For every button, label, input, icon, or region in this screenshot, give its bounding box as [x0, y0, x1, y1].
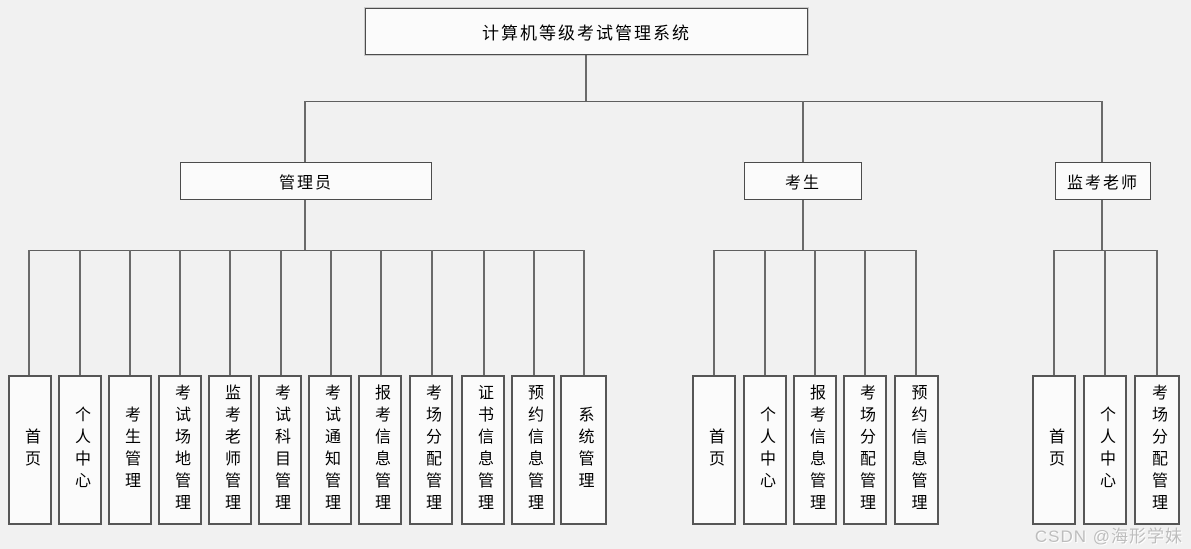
- leaf-label: 监考老师管理: [222, 384, 239, 516]
- node-system-title: 计算机等级考试管理系统: [365, 8, 808, 55]
- connector-leaf-drop: [380, 250, 382, 375]
- connector-stem-invigilator: [1101, 200, 1103, 250]
- node-admin-certificate-info-mgmt: 证书信息管理: [461, 375, 505, 525]
- connector-leaf-drop: [915, 250, 917, 375]
- node-invigilator-room-allocation-mgmt: 考场分配管理: [1134, 375, 1180, 525]
- leaf-label: 考试通知管理: [322, 384, 339, 516]
- connector-leaf-drop: [583, 250, 585, 375]
- connector-leaf-drop: [1104, 250, 1106, 375]
- connector-leaf-drop: [764, 250, 766, 375]
- node-examinee-personal-center: 个人中心: [743, 375, 787, 525]
- leaf-label: 个人中心: [1097, 406, 1114, 494]
- leaf-label: 证书信息管理: [475, 384, 492, 516]
- csdn-watermark: CSDN @海形学妹: [1034, 527, 1183, 546]
- connector-drop-examinee: [802, 101, 804, 162]
- node-admin-personal-center: 个人中心: [58, 375, 102, 525]
- node-admin-reservation-info-mgmt: 预约信息管理: [511, 375, 555, 525]
- leaf-label: 考场分配管理: [857, 384, 874, 516]
- leaf-label: 考生管理: [122, 406, 139, 494]
- connector-stem-admin: [304, 200, 306, 250]
- node-admin-room-allocation-mgmt: 考场分配管理: [409, 375, 453, 525]
- node-examinee-reservation-info-mgmt: 预约信息管理: [894, 375, 939, 525]
- connector-leaf-drop: [179, 250, 181, 375]
- leaf-label: 考场分配管理: [1149, 384, 1166, 516]
- node-examinee-home: 首页: [692, 375, 736, 525]
- leaf-label: 报考信息管理: [807, 384, 824, 516]
- node-admin-venue-mgmt: 考试场地管理: [158, 375, 202, 525]
- connector-drop-invigilator: [1101, 101, 1103, 162]
- connector-stem-examinee: [802, 200, 804, 250]
- leaf-label: 考试科目管理: [272, 384, 289, 516]
- leaf-label: 考试场地管理: [172, 384, 189, 516]
- node-role-examinee: 考生: [744, 162, 862, 200]
- leaf-label: 报考信息管理: [372, 384, 389, 516]
- leaf-label: 个人中心: [72, 406, 89, 494]
- connector-root-stem: [585, 55, 587, 102]
- leaf-label: 首页: [22, 428, 39, 472]
- connector-leaf-drop: [28, 250, 30, 375]
- connector-leaf-drop: [814, 250, 816, 375]
- role-admin-label: 管理员: [278, 175, 333, 192]
- connector-leaf-drop: [431, 250, 433, 375]
- node-role-invigilator: 监考老师: [1055, 162, 1151, 200]
- node-examinee-room-allocation-mgmt: 考场分配管理: [843, 375, 887, 525]
- node-examinee-registration-info-mgmt: 报考信息管理: [793, 375, 837, 525]
- connector-leaf-drop: [280, 250, 282, 375]
- node-admin-subject-mgmt: 考试科目管理: [258, 375, 302, 525]
- node-admin-registration-info-mgmt: 报考信息管理: [358, 375, 402, 525]
- connector-leaf-drop: [330, 250, 332, 375]
- connector-leaf-drop: [1156, 250, 1158, 375]
- connector-leaf-drop: [229, 250, 231, 375]
- connector-bus-admin: [29, 250, 584, 251]
- connector-leaf-drop: [129, 250, 131, 375]
- connector-leaf-drop: [483, 250, 485, 375]
- node-admin-examinee-mgmt: 考生管理: [108, 375, 152, 525]
- connector-leaf-drop: [533, 250, 535, 375]
- role-examinee-label: 考生: [784, 175, 821, 192]
- leaf-label: 首页: [1046, 428, 1063, 472]
- system-title-label: 计算机等级考试管理系统: [482, 24, 691, 43]
- node-admin-system-mgmt: 系统管理: [560, 375, 607, 525]
- leaf-label: 首页: [706, 428, 723, 472]
- connector-drop-admin: [304, 101, 306, 162]
- leaf-label: 预约信息管理: [908, 384, 926, 516]
- node-admin-invigilator-mgmt: 监考老师管理: [208, 375, 252, 525]
- leaf-label: 个人中心: [757, 406, 774, 494]
- connector-leaf-drop: [864, 250, 866, 375]
- connector-leaf-drop: [713, 250, 715, 375]
- node-role-admin: 管理员: [180, 162, 432, 200]
- connector-leaf-drop: [1053, 250, 1055, 375]
- node-invigilator-home: 首页: [1032, 375, 1076, 525]
- leaf-label: 系统管理: [575, 406, 593, 494]
- connector-main-bus: [304, 101, 1103, 102]
- node-admin-notice-mgmt: 考试通知管理: [308, 375, 352, 525]
- node-admin-home: 首页: [8, 375, 52, 525]
- node-invigilator-personal-center: 个人中心: [1083, 375, 1127, 525]
- leaf-label: 预约信息管理: [525, 384, 542, 516]
- leaf-label: 考场分配管理: [423, 384, 440, 516]
- connector-leaf-drop: [79, 250, 81, 375]
- role-invigilator-label: 监考老师: [1066, 175, 1139, 192]
